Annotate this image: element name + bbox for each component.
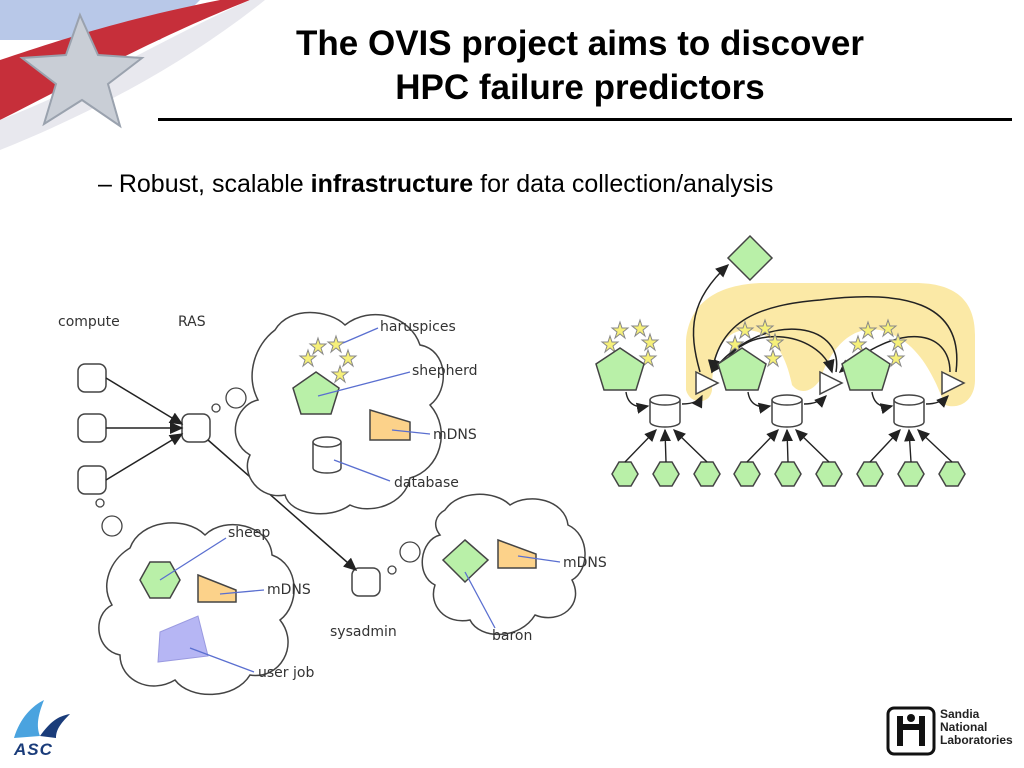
- label-mdns-right: mDNS: [563, 555, 607, 571]
- sheep-hexagon: [815, 461, 843, 487]
- shepherd-pentagon-3: [841, 347, 891, 391]
- shepherd-pentagon-2: [717, 347, 767, 391]
- label-mdns-left: mDNS: [267, 582, 311, 598]
- sandia-line-3: Laboratories: [940, 733, 1013, 747]
- label-sheep: sheep: [228, 525, 270, 541]
- bullet-prefix: – Robust, scalable: [98, 170, 311, 198]
- sheep-hexagon: [938, 461, 966, 487]
- sheep-hexagon: [652, 461, 680, 487]
- sheep-hexagon: [856, 461, 884, 487]
- sandia-logo-text: Sandia National Laboratories: [940, 708, 1013, 747]
- label-database: database: [394, 475, 459, 491]
- sandia-line-2: National: [940, 720, 988, 734]
- slide-title: The OVIS project aims to discover HPC fa…: [160, 22, 1000, 110]
- baron-diamond: [441, 538, 490, 584]
- label-ras: RAS: [178, 314, 206, 330]
- mdns-top-shape: [369, 408, 411, 441]
- sheep-hexagon: [897, 461, 925, 487]
- sheep-hexagon: [693, 461, 721, 487]
- mdns-left-shape: [197, 573, 237, 603]
- top-diamond: [726, 234, 774, 282]
- asc-logo: [14, 700, 70, 738]
- mdns-triangle-3: [941, 370, 966, 396]
- mdns-triangle-1: [695, 370, 720, 396]
- right-diagram: [595, 234, 975, 487]
- sheep-hexagon: [611, 461, 639, 487]
- title-line-2: HPC failure predictors: [395, 68, 765, 107]
- sheep-hexagon: [774, 461, 802, 487]
- label-compute: compute: [58, 314, 120, 330]
- title-line-1: The OVIS project aims to discover: [296, 24, 864, 63]
- shepherd-pentagon: [292, 371, 340, 415]
- label-shepherd: shepherd: [412, 363, 478, 379]
- sysadmin-node: [351, 567, 381, 597]
- database-cylinder: [312, 436, 342, 474]
- bullet-point: – Robust, scalable infrastructure for da…: [98, 170, 773, 199]
- label-haruspices: haruspices: [380, 319, 456, 335]
- bullet-suffix: for data collection/analysis: [473, 170, 774, 198]
- sandia-line-1: Sandia: [940, 707, 980, 721]
- compute-node: [77, 465, 107, 495]
- shepherd-pentagon-1: [595, 347, 645, 391]
- bullet-bold: infrastructure: [310, 170, 474, 198]
- flag-header-art: [0, 0, 265, 150]
- title-divider: [158, 118, 1012, 121]
- sheep-hexagon: [733, 461, 761, 487]
- asc-logo-text: ASC: [14, 740, 53, 759]
- compute-node: [77, 413, 107, 443]
- mdns-triangle-2: [819, 370, 844, 396]
- label-sysadmin: sysadmin: [330, 624, 397, 640]
- compute-node: [77, 363, 107, 393]
- ras-node: [181, 413, 211, 443]
- sandia-logo: [886, 706, 936, 756]
- mdns-right-shape: [497, 538, 537, 569]
- label-mdns-top: mDNS: [433, 427, 477, 443]
- label-user-job: user job: [258, 665, 314, 681]
- cloud-top: [234, 311, 444, 515]
- label-baron: baron: [492, 628, 532, 644]
- left-diagram: compute RAS haruspices shepherd mDNS dat…: [58, 311, 607, 696]
